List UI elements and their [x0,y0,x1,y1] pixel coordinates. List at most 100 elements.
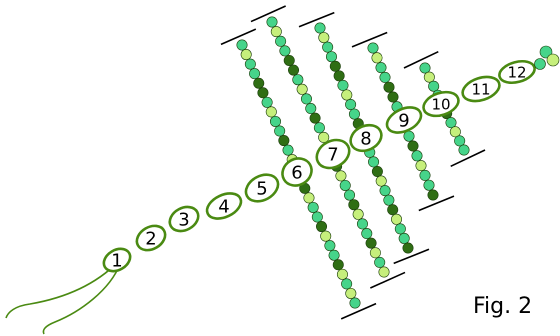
ring [102,247,132,273]
bead [383,194,395,206]
ring [349,123,383,153]
bead [534,58,546,70]
bead [539,45,553,59]
thread-line [5,261,119,319]
ring-label: 6 [291,162,302,183]
bead [375,62,387,74]
bead [332,259,344,271]
bead [316,221,328,233]
bead [423,71,435,83]
bead [311,211,323,223]
bead [336,268,348,280]
ring [168,205,200,233]
bead [274,125,286,137]
bead [305,103,317,115]
strand-end-mark [298,11,335,28]
bead [278,135,290,147]
bead [458,144,470,156]
bead [349,297,361,309]
strand-end-mark [340,302,377,320]
ring-label: 10 [431,95,450,113]
bead [296,83,308,95]
bead [318,131,330,143]
bead [325,51,337,63]
bead [257,87,269,99]
ring [422,90,460,118]
ring-label: 8 [360,128,371,149]
ring [205,192,243,220]
bead [339,179,351,191]
ring-label: 2 [145,228,156,249]
bead [371,165,383,177]
bead [261,96,273,108]
ring [244,173,280,203]
bead [328,249,340,261]
bead [341,89,353,101]
bead [344,189,356,201]
bead [546,53,560,67]
bead [345,287,357,299]
bead [356,218,368,230]
bead [419,62,431,74]
bead [374,256,386,268]
strand-end-mark [370,271,406,289]
strand-end-mark [418,195,455,212]
bead [318,32,330,44]
bead [335,170,347,182]
strand-end-mark [403,50,439,69]
bead [270,26,282,38]
ring-label: 4 [218,196,229,217]
bead [240,49,252,61]
bead [345,99,357,111]
bead [375,175,387,187]
bead [275,35,287,47]
bead [383,81,395,93]
bead [266,16,278,28]
ring-label: 9 [398,110,409,131]
bead [244,58,256,70]
bead [283,54,295,66]
bead [423,179,435,191]
bead [265,106,277,118]
bead [320,230,332,242]
thread-line [42,263,121,335]
ring [315,138,351,170]
bead [428,80,440,92]
bead [303,192,315,204]
bead [292,74,304,86]
bead [387,91,399,103]
bead [365,237,377,249]
ring [385,106,423,134]
bead [378,266,390,278]
bead [368,156,380,168]
bead [324,240,336,252]
bead [415,160,427,172]
ring-label: 5 [256,178,267,199]
bead [333,70,345,82]
strand-end-mark [220,28,257,46]
bead [300,93,312,105]
ring [461,75,501,103]
bead [279,45,291,57]
bead [394,223,406,235]
bead [379,185,391,197]
bead [379,71,391,83]
thread-tail [5,261,121,335]
bead [307,201,319,213]
bead [402,242,414,254]
bead [329,60,341,72]
bead [269,115,281,127]
ring [135,224,167,252]
bead [387,204,399,216]
ring-label: 7 [327,144,338,165]
strand-end-mark [393,248,430,265]
strand-end-mark [250,5,286,23]
strand-end-mark [450,149,486,168]
bead [236,39,248,51]
bead [313,122,325,134]
bead [288,64,300,76]
bead [282,144,294,156]
ring-label: 12 [507,63,526,81]
